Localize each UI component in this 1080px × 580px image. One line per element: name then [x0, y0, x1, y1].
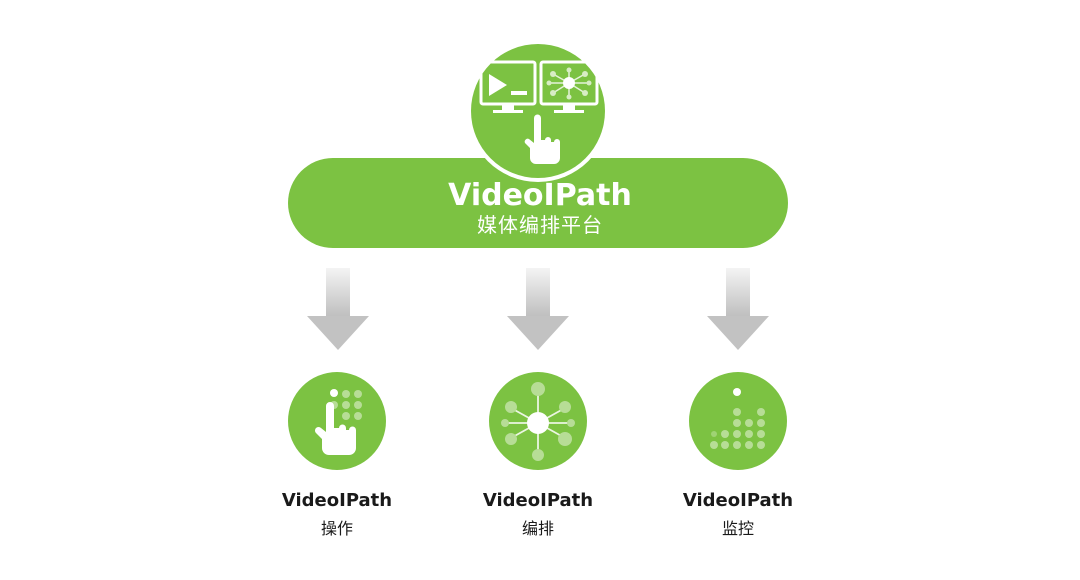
arrow-down-icon	[307, 268, 369, 350]
platform-subtitle: 媒体编排平台	[477, 213, 603, 237]
module-orchestrate-subtitle: 编排	[521, 519, 554, 538]
arrow-down-icon	[707, 268, 769, 350]
monitors-touch-icon	[479, 60, 599, 164]
arrow-down-icon	[507, 268, 569, 350]
platform-title: VideoIPath	[448, 178, 632, 213]
module-operate-title: VideoIPath	[281, 490, 393, 511]
module-monitor-subtitle: 监控	[721, 519, 754, 538]
module-monitor-title: VideoIPath	[682, 490, 794, 511]
module-orchestrate-title: VideoIPath	[482, 490, 594, 511]
network-hub-icon	[501, 382, 575, 461]
touch-grid-icon	[314, 389, 362, 455]
dot-bars-icon	[710, 388, 765, 449]
module-operate-subtitle: 操作	[320, 519, 353, 538]
